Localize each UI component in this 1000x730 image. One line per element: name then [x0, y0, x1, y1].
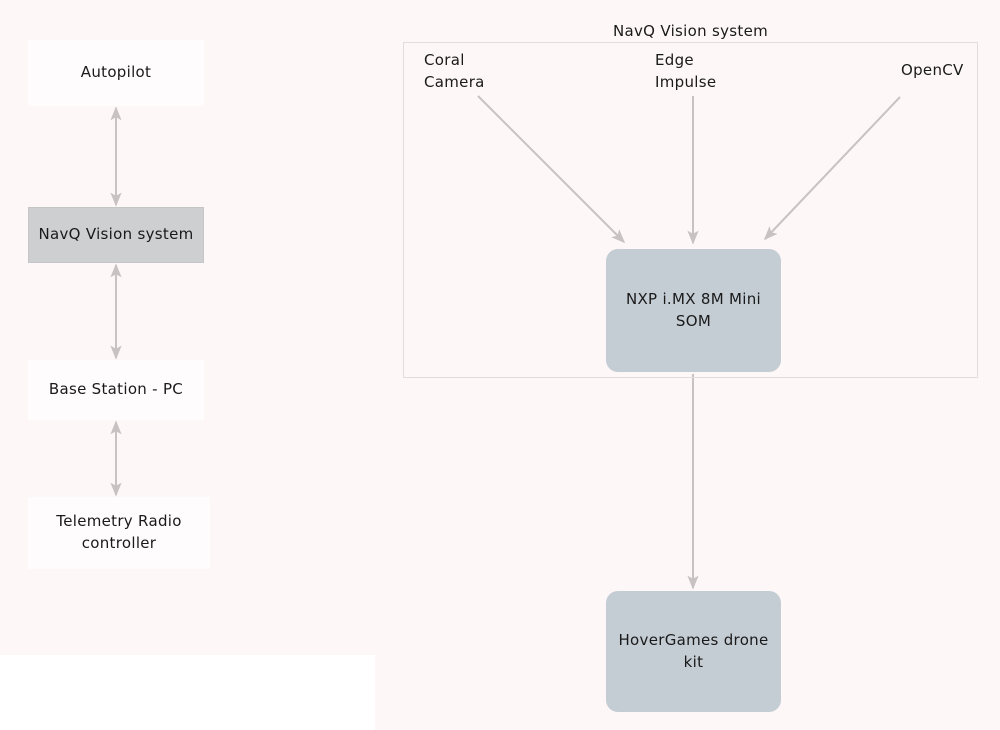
node-autopilot[interactable]: Autopilot	[28, 40, 204, 106]
vision-panel-title: NavQ Vision system	[612, 22, 769, 40]
node-telemetry-radio-controller[interactable]: Telemetry Radio controller	[28, 497, 210, 569]
bottom-left-white-block	[0, 655, 375, 730]
node-nxp-imx-8m-mini-som[interactable]: NXP i.MX 8M Mini SOM	[606, 249, 781, 372]
label-edge-impulse[interactable]: Edge Impulse	[655, 51, 717, 91]
node-hovergames-drone-kit-label: HoverGames drone kit	[618, 630, 769, 671]
label-coral-camera[interactable]: Coral Camera	[424, 51, 485, 91]
node-autopilot-label: Autopilot	[80, 63, 152, 82]
node-base-station-pc[interactable]: Base Station - PC	[28, 360, 204, 420]
label-opencv[interactable]: OpenCV	[901, 61, 964, 79]
node-base-station-pc-label: Base Station - PC	[48, 380, 184, 399]
node-hovergames-drone-kit[interactable]: HoverGames drone kit	[606, 591, 781, 712]
node-nxp-imx-8m-mini-som-label: NXP i.MX 8M Mini SOM	[625, 289, 762, 330]
node-navq-vision-system[interactable]: NavQ Vision system	[28, 207, 204, 263]
vision-panel-container	[403, 42, 978, 378]
node-telemetry-radio-controller-label: Telemetry Radio controller	[56, 512, 182, 552]
node-navq-vision-system-label: NavQ Vision system	[38, 225, 194, 244]
